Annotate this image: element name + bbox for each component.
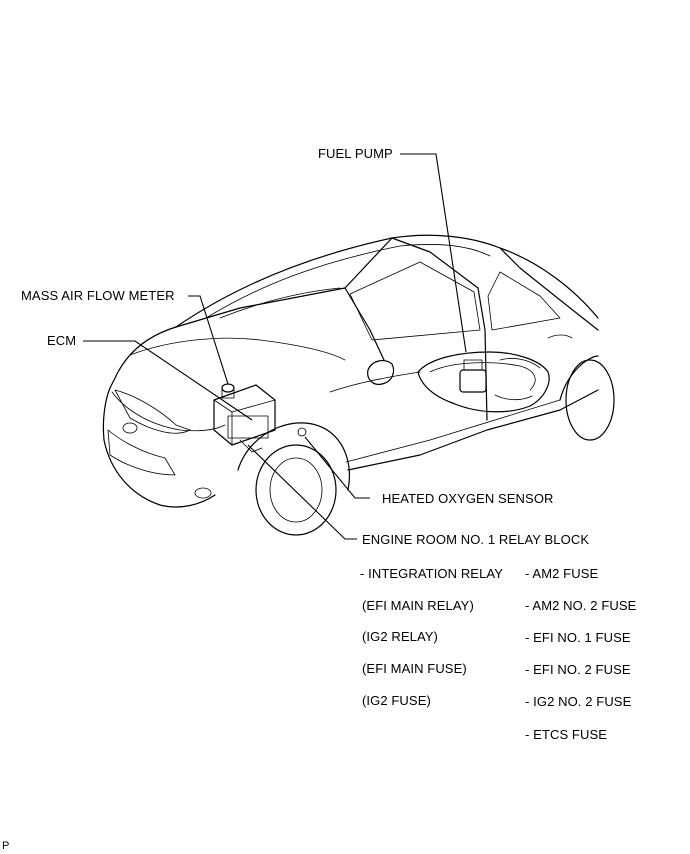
fuse-item: - IG2 NO. 2 FUSE [525,694,632,709]
relay-item: (EFI MAIN FUSE) [362,661,467,676]
relay-item: (IG2 RELAY) [362,629,438,644]
heated-oxygen-sensor-label: HEATED OXYGEN SENSOR [382,491,554,506]
relay-item: (EFI MAIN RELAY) [362,598,474,613]
engine-bay-illustration [213,383,307,453]
corner-mark: P [2,840,10,852]
engine-room-relay-block-label: ENGINE ROOM NO. 1 RELAY BLOCK [362,532,590,547]
fuse-item: - ETCS FUSE [525,727,607,742]
relay-item: (IG2 FUSE) [362,693,431,708]
fuel-pump-label: FUEL PUMP [318,146,393,161]
fuse-item: - AM2 NO. 2 FUSE [525,598,637,613]
relay-item: - INTEGRATION RELAY [360,566,503,581]
fuse-item: - EFI NO. 1 FUSE [525,630,631,645]
leader-lines [83,153,467,540]
mass-air-flow-meter-label: MASS AIR FLOW METER [21,288,175,303]
car-body [102,234,615,536]
fuel-tank-illustration [417,351,550,413]
ecm-label: ECM [47,333,77,348]
fuse-item: - EFI NO. 2 FUSE [525,662,631,677]
fuse-item: - AM2 FUSE [525,566,599,581]
